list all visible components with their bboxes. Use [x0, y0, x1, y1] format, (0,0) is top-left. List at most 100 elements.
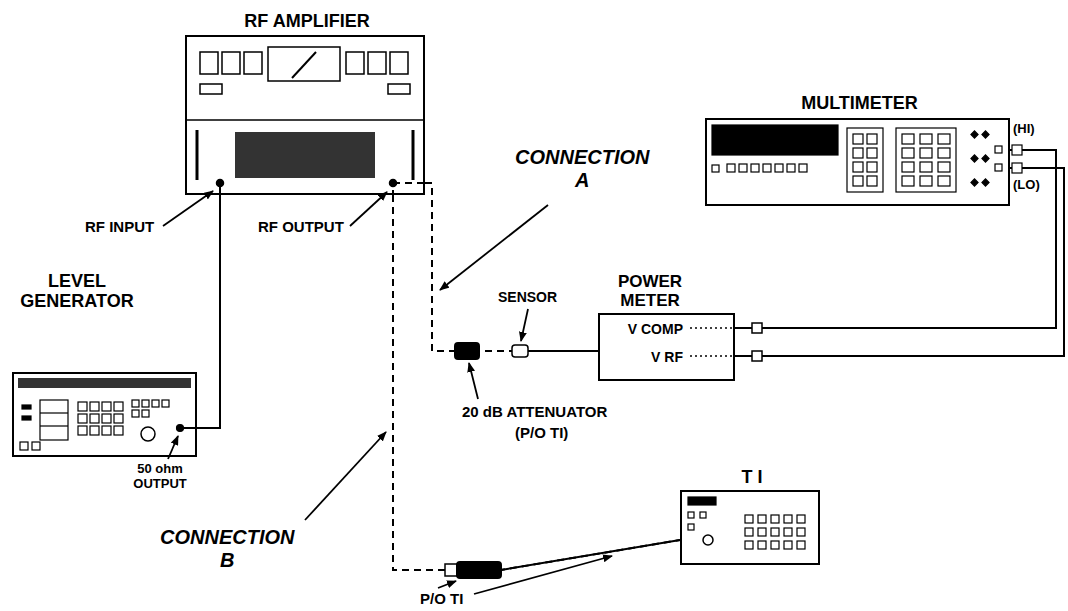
key: [78, 414, 87, 423]
indicator-diamond: [971, 131, 978, 138]
part-note: (P/O TI): [515, 424, 568, 441]
panel-button: [763, 164, 771, 172]
key: [938, 148, 950, 158]
key: [745, 515, 753, 523]
key: [784, 541, 792, 549]
panel-button: [20, 442, 28, 450]
multimeter-panel: [712, 125, 1022, 192]
key: [771, 528, 779, 536]
panel-button: [739, 164, 747, 172]
button-block: [40, 400, 68, 440]
panel-meter: [268, 47, 340, 81]
sensor-symbol: [512, 345, 528, 357]
panel-window: [222, 52, 240, 74]
connection-label: CONNECTION A: [515, 146, 649, 192]
key: [102, 402, 111, 411]
key: [745, 528, 753, 536]
panel-socket: [995, 146, 1002, 153]
leader-arrow: [438, 581, 456, 588]
jack-label: 50 ohm OUTPUT: [125, 462, 195, 492]
panel-handle: [196, 130, 199, 180]
rf-amplifier-box: RF AMPLIFIER: [185, 35, 425, 195]
input-connector: [703, 535, 713, 545]
key: [902, 134, 914, 144]
indicator-diamond: [982, 131, 989, 138]
key: [867, 148, 877, 158]
key: [745, 541, 753, 549]
key: [114, 402, 123, 411]
key: [142, 400, 149, 407]
key: [920, 134, 932, 144]
key: [920, 162, 932, 172]
panel-button: [799, 164, 807, 172]
key: [90, 426, 99, 435]
panel-switch: [22, 416, 31, 420]
level-generator-box: LEVEL GENERATOR: [12, 372, 197, 457]
key: [938, 176, 950, 186]
key: [114, 426, 123, 435]
panel-window: [346, 52, 364, 74]
leader-arrow: [440, 205, 548, 290]
instrument-heading: T I: [682, 467, 822, 488]
cable-connector: [425, 183, 598, 351]
key: [102, 426, 111, 435]
adapter-body: [457, 562, 501, 578]
key: [771, 515, 779, 523]
key: [758, 541, 766, 549]
sensor-chain: [455, 343, 598, 359]
leader-arrow: [163, 191, 213, 226]
terminal-label: (LO): [1013, 178, 1040, 193]
instrument-heading: RF AMPLIFIER: [187, 11, 427, 32]
keypad-frame: [896, 128, 956, 192]
key: [920, 148, 932, 158]
leader-arrow: [305, 432, 386, 520]
key: [132, 400, 139, 407]
key: [152, 400, 159, 407]
panel-socket: [995, 164, 1002, 171]
cable-connector: [393, 195, 680, 570]
meter-needle: [292, 52, 316, 78]
key: [902, 176, 914, 186]
key: [784, 528, 792, 536]
power-meter-panel: [690, 323, 762, 361]
panel-display: [235, 132, 375, 178]
key: [771, 541, 779, 549]
jack-label: RF OUTPUT: [258, 218, 344, 235]
key: [867, 162, 877, 172]
key: [938, 134, 950, 144]
panel-window: [390, 52, 408, 74]
test-instrument-box: T I: [680, 490, 820, 565]
generator-display: [18, 378, 191, 388]
key: [797, 515, 805, 523]
generator-panel: [18, 378, 197, 450]
key: [78, 426, 87, 435]
part-label: 20 dB ATTENUATOR: [462, 403, 607, 420]
jack-label: RF INPUT: [85, 218, 154, 235]
leader-arrow: [469, 363, 478, 399]
panel-divider: [185, 119, 425, 121]
lead-dots: [690, 355, 735, 357]
cable-plug: [752, 351, 762, 361]
panel-button: [700, 512, 706, 518]
key: [142, 410, 149, 417]
panel-handle: [412, 130, 415, 180]
panel-window: [244, 52, 262, 74]
panel-button: [751, 164, 759, 172]
indicator-diamond: [982, 155, 989, 162]
key: [920, 176, 932, 186]
panel-window: [368, 52, 386, 74]
key: [902, 162, 914, 172]
lo-terminal: [1012, 163, 1022, 173]
key: [162, 400, 169, 407]
tuning-knob: [141, 427, 155, 441]
key: [784, 515, 792, 523]
terminal-label: (HI): [1013, 122, 1035, 137]
output-jack: [177, 425, 184, 432]
sensor-cable: [528, 350, 598, 352]
key: [758, 515, 766, 523]
panel-button: [712, 165, 719, 172]
amplifier-panel: [185, 47, 425, 195]
